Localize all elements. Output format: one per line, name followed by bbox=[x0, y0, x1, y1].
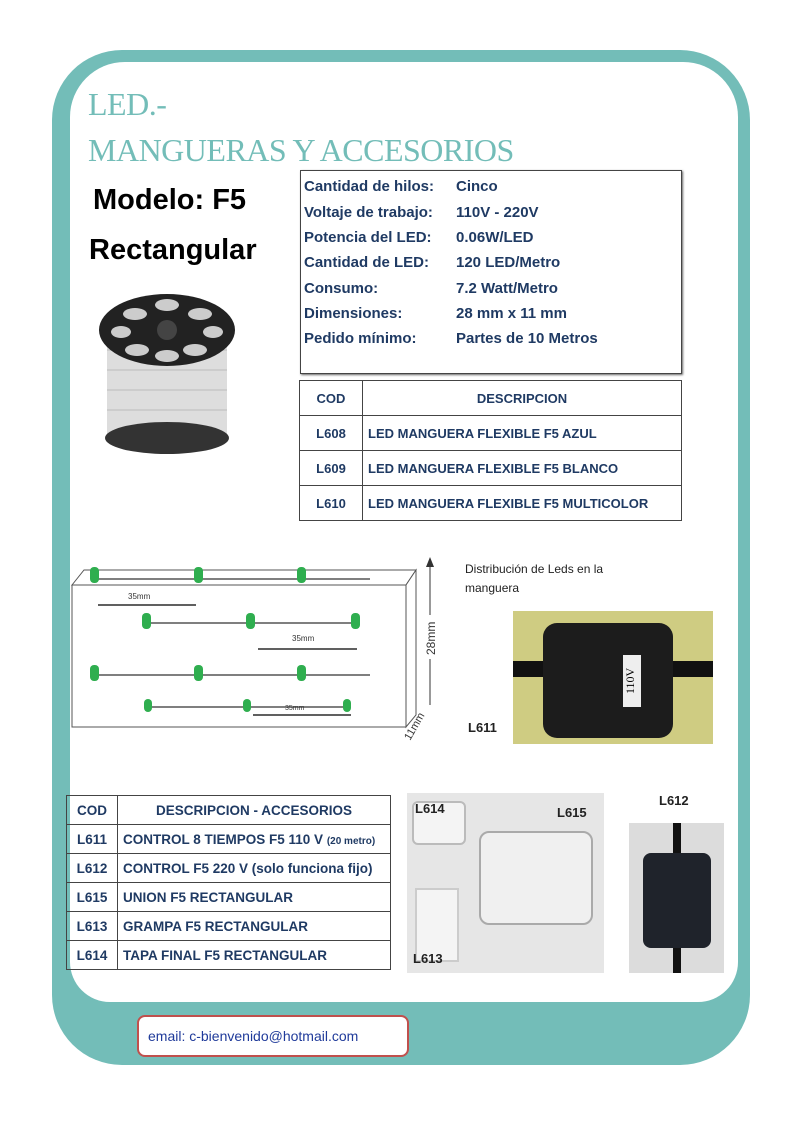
spec-box: Cantidad de hilos: Cinco Voltaje de traba… bbox=[300, 170, 682, 374]
code-l612-label: L612 bbox=[659, 793, 689, 808]
led-reel-image bbox=[99, 294, 235, 454]
code-l613-label: L613 bbox=[413, 951, 443, 966]
cell-cod: L612 bbox=[66, 853, 118, 883]
cell-cod: L614 bbox=[66, 940, 118, 970]
model-label: Modelo: F5 bbox=[93, 184, 247, 216]
email-link[interactable]: email: c-bienvenido@hotmail.com bbox=[148, 1028, 359, 1044]
spec-value: 0.06W/LED bbox=[456, 229, 534, 246]
spacing-label: 35mm bbox=[285, 705, 305, 712]
header-descripcion: DESCRIPCION - ACCESORIOS bbox=[117, 795, 391, 825]
voltage-badge: 110V bbox=[623, 655, 641, 707]
cell-desc: CONTROL 8 TIEMPOS F5 110 V (20 metro) bbox=[117, 824, 391, 854]
led-distribution-diagram: 35mm 35mm 35mm 28mm 11mm bbox=[70, 557, 438, 743]
height-label: 28mm bbox=[424, 622, 438, 655]
accessories-photo: L614 L615 L613 bbox=[407, 793, 604, 973]
cell-cod: L610 bbox=[299, 485, 363, 521]
spec-key: Pedido mínimo: bbox=[304, 330, 417, 347]
spec-key: Consumo: bbox=[304, 280, 379, 297]
cell-desc: LED MANGUERA FLEXIBLE F5 BLANCO bbox=[362, 450, 682, 486]
spacing-label: 35mm bbox=[292, 634, 315, 643]
spacing-label: 35mm bbox=[128, 592, 151, 601]
header-cod: COD bbox=[299, 380, 363, 416]
title-line2: MANGUERAS Y ACCESORIOS bbox=[88, 132, 514, 168]
cell-desc: UNION F5 RECTANGULAR bbox=[117, 882, 391, 912]
title-line1: LED.- bbox=[88, 86, 167, 122]
desc-text: CONTROL 8 TIEMPOS F5 110 V bbox=[123, 831, 324, 847]
cell-desc: GRAMPA F5 RECTANGULAR bbox=[117, 911, 391, 941]
spec-value: 7.2 Watt/Metro bbox=[456, 280, 558, 297]
cell-cod: L608 bbox=[299, 415, 363, 451]
spec-value: Partes de 10 Metros bbox=[456, 330, 598, 347]
spec-key: Cantidad de LED: bbox=[304, 254, 430, 271]
spec-key: Cantidad de hilos: bbox=[304, 178, 435, 195]
control-110v-photo: 110V bbox=[513, 611, 713, 744]
diagram-caption: Distribución de Leds en la manguera bbox=[465, 562, 604, 595]
cell-desc: LED MANGUERA FLEXIBLE F5 AZUL bbox=[362, 415, 682, 451]
spec-key: Dimensiones: bbox=[304, 305, 403, 322]
cell-cod: L615 bbox=[66, 882, 118, 912]
cell-desc: LED MANGUERA FLEXIBLE F5 MULTICOLOR bbox=[362, 485, 682, 521]
header-cod: COD bbox=[66, 795, 118, 825]
cell-desc: CONTROL F5 220 V (solo funciona fijo) bbox=[117, 853, 391, 883]
code-l614-label: L614 bbox=[415, 801, 445, 816]
cell-cod: L611 bbox=[66, 824, 118, 854]
spec-key: Potencia del LED: bbox=[304, 229, 432, 246]
cell-cod: L609 bbox=[299, 450, 363, 486]
control-220v-photo bbox=[629, 823, 724, 973]
spec-value: 120 LED/Metro bbox=[456, 254, 561, 271]
code-l615-label: L615 bbox=[557, 805, 587, 820]
cell-desc: TAPA FINAL F5 RECTANGULAR bbox=[117, 940, 391, 970]
spec-value: 110V - 220V bbox=[456, 204, 539, 221]
spec-value: 28 mm x 11 mm bbox=[456, 305, 567, 322]
desc-note: (20 metro) bbox=[326, 835, 376, 847]
cell-cod: L613 bbox=[66, 911, 118, 941]
spec-value: Cinco bbox=[456, 178, 498, 195]
code-l611-label: L611 bbox=[468, 720, 497, 735]
model-shape: Rectangular bbox=[89, 234, 257, 266]
spec-key: Voltaje de trabajo: bbox=[304, 204, 433, 221]
header-descripcion: DESCRIPCION bbox=[362, 380, 682, 416]
email-box[interactable]: email: c-bienvenido@hotmail.com bbox=[137, 1015, 409, 1057]
